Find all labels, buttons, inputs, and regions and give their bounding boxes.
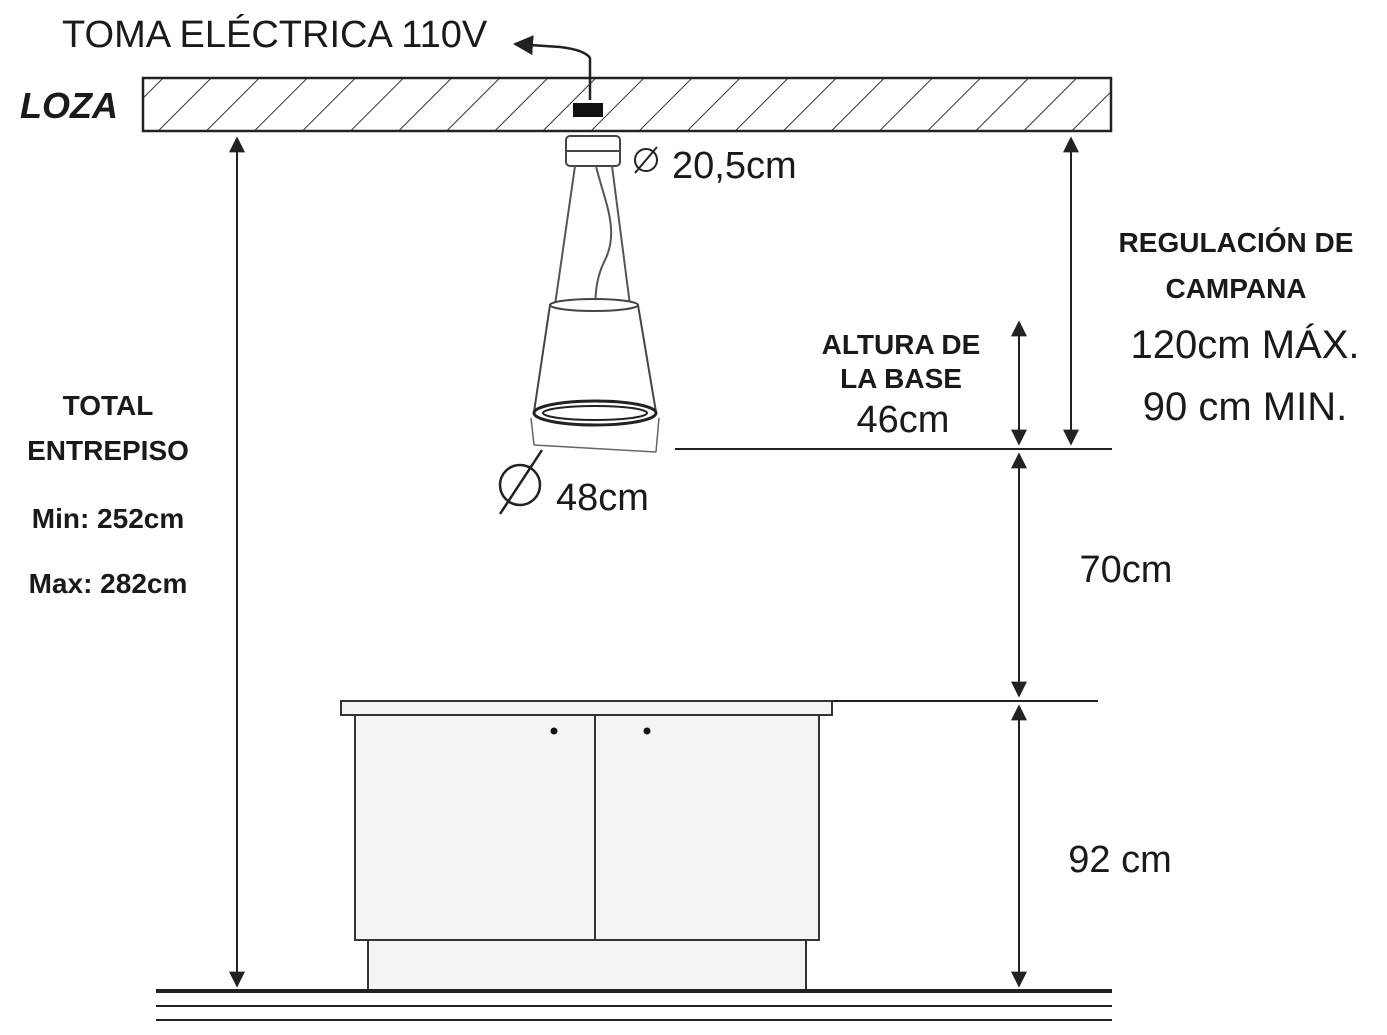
slab-label: LOZA	[20, 85, 118, 126]
ceiling-slab	[141, 76, 1113, 133]
total-title-line1: TOTAL	[63, 390, 154, 421]
cabinet-door-left	[354, 714, 596, 941]
hood-diameter-icon	[498, 449, 544, 515]
regulation-min-label: 90 cm MIN.	[1143, 385, 1347, 429]
total-max-label: Max: 282cm	[29, 568, 188, 599]
total-title-line2: ENTREPISO	[27, 435, 189, 466]
floor	[156, 989, 1112, 1021]
base-height-title-line1: ALTURA DE	[822, 329, 981, 360]
total-min-label: Min: 252cm	[32, 503, 185, 534]
counter-height-label: 92 cm	[1068, 839, 1171, 881]
canopy-diameter-label: 20,5cm	[672, 145, 797, 187]
regulation-title-line2: CAMPANA	[1165, 273, 1306, 304]
canopy-diameter-icon	[634, 146, 658, 174]
hood-suspension-cables	[554, 165, 631, 306]
base-height-value: 46cm	[857, 399, 950, 441]
hood-canopy	[565, 135, 621, 167]
base-height-title-line2: LA BASE	[840, 363, 962, 394]
hood-diameter-label: 48cm	[556, 477, 649, 519]
outlet-label: TOMA ELÉCTRICA 110V	[62, 13, 488, 56]
cabinet-plinth	[367, 939, 807, 991]
clearance-label: 70cm	[1080, 549, 1173, 591]
outlet-pointer-arrow	[513, 35, 592, 100]
door-knob-right-icon	[643, 727, 651, 735]
cabinet-door-right	[594, 714, 820, 941]
regulation-max-label: 120cm MÁX.	[1131, 322, 1360, 367]
regulation-title-line1: REGULACIÓN DE	[1119, 227, 1354, 258]
door-knob-left-icon	[550, 727, 558, 735]
hood-body	[530, 298, 660, 453]
electrical-outlet-icon	[573, 103, 603, 117]
kitchen-island	[340, 700, 833, 991]
countertop	[340, 700, 833, 716]
